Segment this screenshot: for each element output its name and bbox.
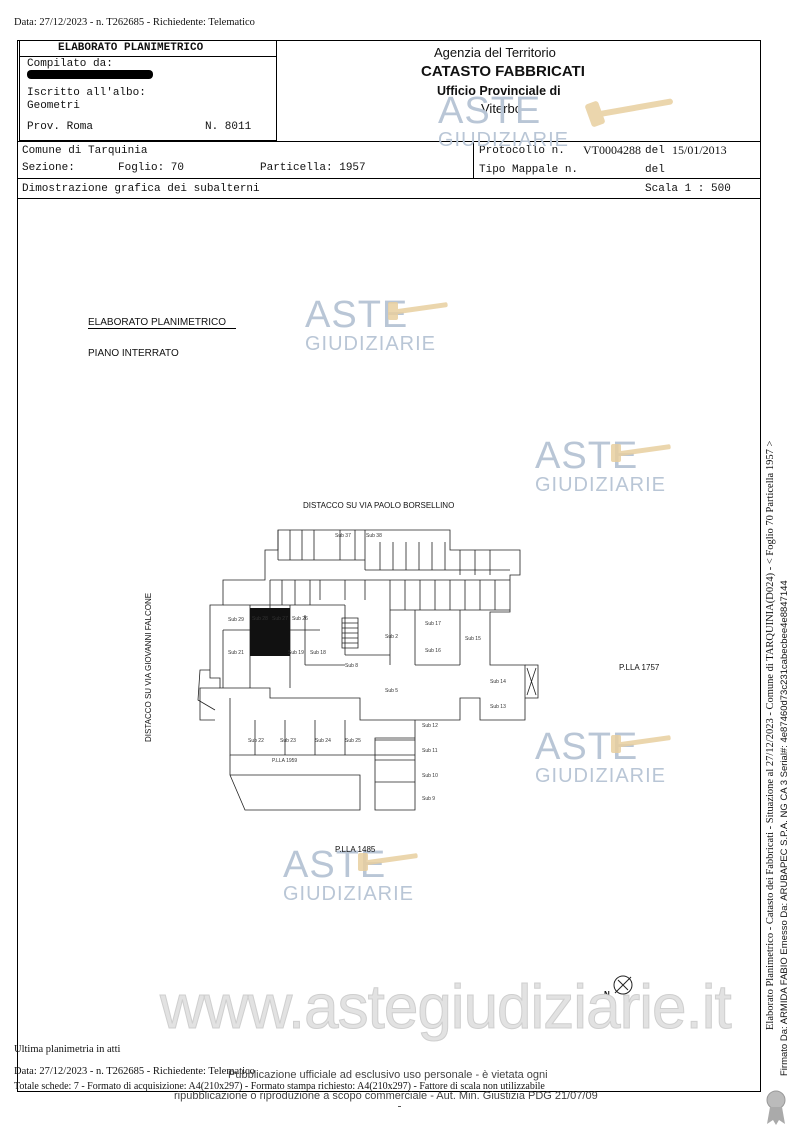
prov-label: Prov. Roma bbox=[27, 121, 94, 133]
drawing-subtitle: PIANO INTERRATO bbox=[88, 348, 179, 359]
gavel-icon bbox=[611, 735, 671, 753]
svg-text:Sub 21: Sub 21 bbox=[228, 650, 244, 656]
svg-text:Sub 2: Sub 2 bbox=[385, 634, 398, 640]
svg-text:Sub 29: Sub 29 bbox=[228, 617, 244, 623]
svg-text:Sub 27: Sub 27 bbox=[272, 616, 288, 622]
svg-text:Sub 24: Sub 24 bbox=[315, 738, 331, 744]
seal-icon bbox=[766, 1090, 786, 1125]
agency-line1: Agenzia del Territorio bbox=[434, 45, 556, 60]
street-top: DISTACCO SU VIA PAOLO BORSELLINO bbox=[303, 501, 455, 510]
foglio: Foglio: 70 bbox=[118, 162, 185, 174]
publication-notice-2: ripubblicazione o riproduzione a scopo c… bbox=[174, 1090, 598, 1102]
del2-label: del bbox=[645, 164, 665, 176]
svg-text:Sub 18: Sub 18 bbox=[310, 650, 326, 656]
svg-text:Sub 13: Sub 13 bbox=[490, 704, 506, 710]
svg-text:Sub 22: Sub 22 bbox=[248, 738, 264, 744]
svg-text:Sub 28: Sub 28 bbox=[252, 616, 268, 622]
svg-text:Sub 17: Sub 17 bbox=[425, 621, 441, 627]
svg-text:Sub 15: Sub 15 bbox=[465, 636, 481, 642]
svg-text:Sub 19: Sub 19 bbox=[288, 650, 304, 656]
cartiglio-title: ELABORATO PLANIMETRICO bbox=[58, 42, 204, 54]
svg-text:Sub 12: Sub 12 bbox=[422, 723, 438, 729]
footer-line1: Data: 27/12/2023 - n. T262685 - Richiede… bbox=[14, 1066, 255, 1077]
footer-line2: Totale schede: 7 - Formato di acquisizio… bbox=[14, 1081, 545, 1092]
gavel-icon bbox=[611, 444, 671, 462]
sezione: Sezione: bbox=[22, 162, 75, 174]
tipo-mappale-label: Tipo Mappale n. bbox=[479, 164, 579, 176]
svg-text:Sub 16: Sub 16 bbox=[425, 648, 441, 654]
svg-text:Sub 14: Sub 14 bbox=[490, 679, 506, 685]
street-left: DISTACCO SU VIA GIOVANNI FALCONE bbox=[144, 592, 153, 742]
north-label: N bbox=[604, 990, 610, 999]
svg-text:Sub 38: Sub 38 bbox=[366, 533, 382, 539]
svg-text:Sub 25: Sub 25 bbox=[345, 738, 361, 744]
plla-1757: P.LLA 1757 bbox=[619, 663, 660, 672]
svg-text:Sub 9: Sub 9 bbox=[422, 796, 435, 802]
agency-line2: CATASTO FABBRICATI bbox=[421, 63, 585, 80]
albo-numero: N. 8011 bbox=[205, 121, 252, 133]
gavel-icon bbox=[585, 98, 673, 127]
svg-text:Sub 11: Sub 11 bbox=[422, 748, 438, 754]
svg-text:Sub 10: Sub 10 bbox=[422, 773, 438, 779]
svg-text:P.LLA 1959: P.LLA 1959 bbox=[272, 758, 297, 764]
drawing-title: ELABORATO PLANIMETRICO bbox=[88, 317, 226, 328]
gavel-icon bbox=[358, 853, 418, 871]
particella: Particella: 1957 bbox=[260, 162, 366, 174]
floor-plan: Sub 37 Sub 38 Sub 29 Sub 28 Sub 27 Sub 26 Su… bbox=[197, 529, 539, 811]
protocollo-value: VT0004288 bbox=[583, 143, 641, 157]
ultima-planimetria: Ultima planimetria in atti bbox=[14, 1044, 121, 1055]
redaction-bar bbox=[27, 70, 153, 79]
site-watermark: www.astegiudiziarie.it bbox=[160, 973, 733, 1043]
compilato-label: Compilato da: bbox=[27, 58, 113, 70]
del-value: 15/01/2013 bbox=[672, 143, 727, 157]
svg-text:Sub 5: Sub 5 bbox=[385, 688, 398, 694]
sheet-frame bbox=[17, 40, 761, 1092]
agency-line3: Ufficio Provinciale di bbox=[437, 84, 561, 98]
gavel-icon bbox=[388, 302, 448, 320]
side-text-elaborato: Elaborato Planimetrico - Catasto dei Fab… bbox=[765, 440, 776, 1030]
north-arrow-icon bbox=[613, 975, 633, 995]
scala: Scala 1 : 500 bbox=[645, 183, 731, 195]
iscritto-value: Geometri bbox=[27, 100, 80, 112]
iscritto-label: Iscritto all'albo: bbox=[27, 87, 146, 99]
svg-text:Sub 23: Sub 23 bbox=[280, 738, 296, 744]
del-label: del bbox=[645, 145, 665, 157]
dimostrazione: Dimostrazione grafica dei subalterni bbox=[22, 183, 260, 195]
svg-text:Sub 8: Sub 8 bbox=[345, 663, 358, 669]
publication-notice-1: Pubblicazione ufficiale ad esclusivo uso… bbox=[228, 1069, 548, 1081]
side-text-firma: Firmato Da: ARMIDA FABIO Emesso Da: ARUB… bbox=[779, 580, 790, 1076]
header-line: Data: 27/12/2023 - n. T262685 - Richiede… bbox=[14, 17, 255, 28]
svg-text:Sub 26: Sub 26 bbox=[292, 616, 308, 622]
plla-1485: P.LLA 1485 bbox=[335, 845, 376, 854]
comune: Comune di Tarquinia bbox=[22, 145, 148, 157]
cartiglio-box bbox=[19, 40, 277, 141]
agency-line4: Viterbo bbox=[481, 101, 522, 116]
svg-text:Sub 37: Sub 37 bbox=[335, 533, 351, 539]
protocollo-label: Protocollo n. bbox=[479, 145, 565, 157]
